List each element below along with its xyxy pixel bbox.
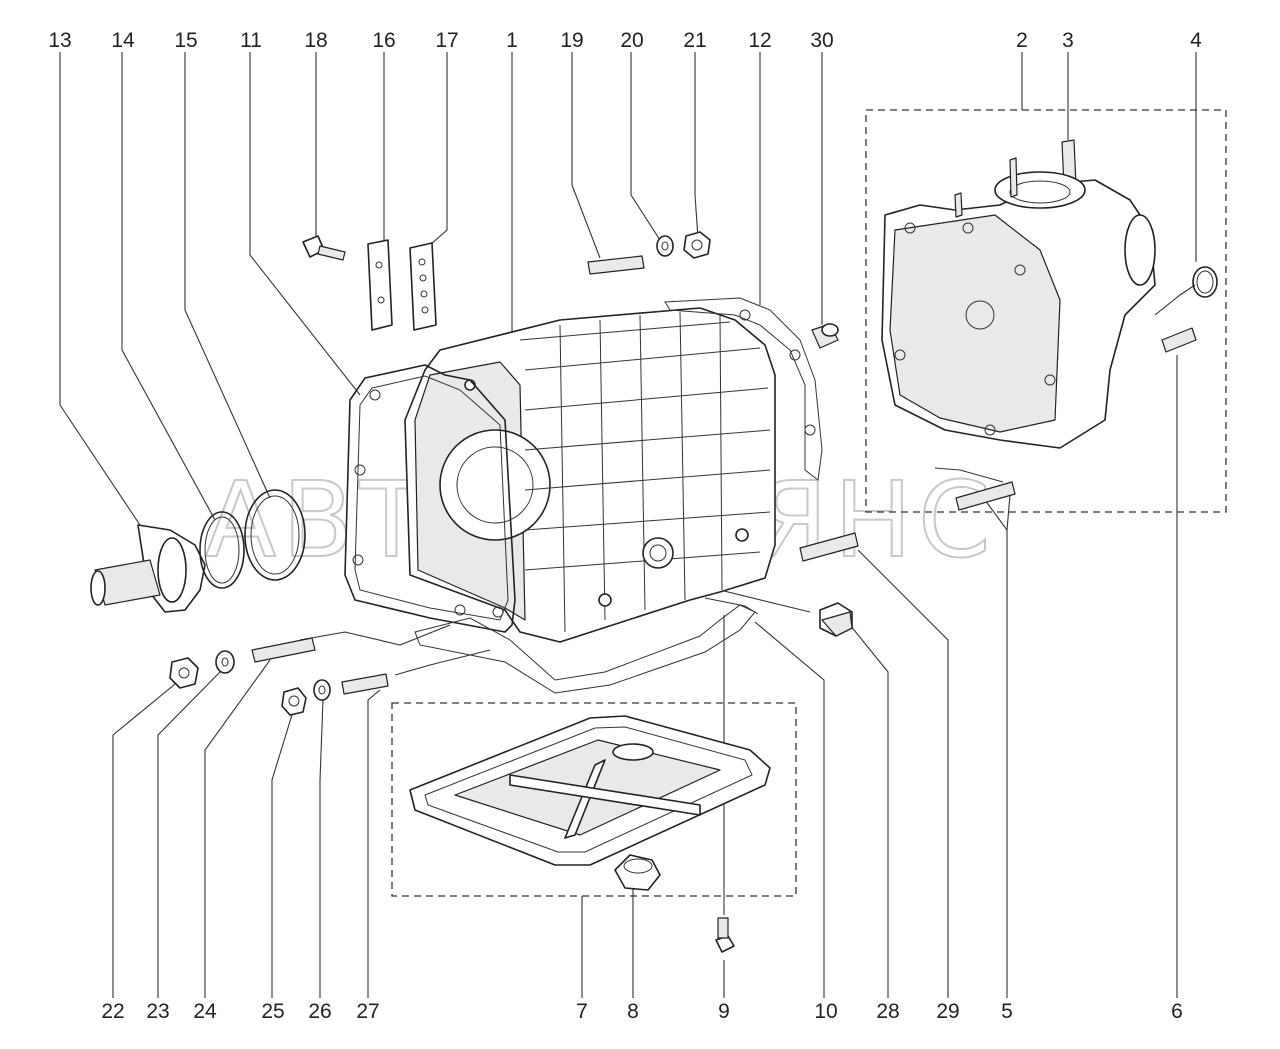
top-callout-labels: 13 14 15 11 18 16 17 1 19 20 21 12 30 2 …: [48, 29, 1202, 52]
washer-20: [656, 235, 674, 257]
input-shaft-cover: [90, 524, 206, 613]
main-gearbox-housing: [404, 307, 776, 643]
stud-5: [955, 481, 1016, 511]
plate-16: [367, 239, 393, 331]
callout-label: 29: [936, 1000, 959, 1023]
callout-label: 9: [718, 1000, 730, 1023]
callout-label: 21: [683, 29, 706, 52]
callout-label: 30: [810, 29, 833, 52]
callout-label: 14: [111, 29, 135, 52]
stud-6: [1161, 327, 1197, 353]
rear-housing-group-box: [865, 109, 1227, 513]
callout-label: 7: [576, 1000, 588, 1023]
pan-drain-plug: [614, 854, 661, 891]
bottom-gasket: [414, 597, 759, 694]
bottom-callout-labels: 22 23 24 25 26 27 7 8 9 10 28 29 5 6: [101, 1000, 1183, 1023]
callout-label: 1: [506, 29, 518, 52]
seal-ring-4: [1192, 266, 1218, 298]
nut-22: [169, 657, 199, 689]
stud-27: [341, 673, 389, 695]
callout-label: 17: [435, 29, 458, 52]
stud-19: [587, 255, 645, 275]
rear-gasket: [664, 297, 823, 481]
washer-23: [215, 650, 235, 674]
callout-label: 2: [1016, 29, 1028, 52]
callout-label: 4: [1190, 29, 1202, 52]
callout-label: 23: [146, 1000, 169, 1023]
bushing-30: [811, 323, 839, 349]
callout-label: 27: [356, 1000, 379, 1023]
callout-label: 15: [174, 29, 197, 52]
stud-24: [251, 637, 316, 663]
callout-label: 28: [876, 1000, 899, 1023]
callout-label: 22: [101, 1000, 124, 1023]
callout-label: 26: [308, 1000, 331, 1023]
callout-label: 24: [193, 1000, 217, 1023]
callout-label: 13: [48, 29, 71, 52]
rear-extension-housing: [881, 157, 1156, 449]
washer-26: [313, 679, 331, 701]
callout-label: 11: [240, 29, 262, 52]
bolt-9: [715, 917, 735, 953]
nut-25: [281, 687, 307, 716]
nut-21: [683, 231, 711, 259]
o-ring-14: [199, 511, 245, 589]
front-gasket: [344, 364, 516, 633]
callout-label: 12: [748, 29, 771, 52]
callout-label: 3: [1062, 29, 1074, 52]
oil-pan-group-box: [391, 702, 797, 897]
drain-plug-28: [819, 602, 853, 637]
o-ring-15: [244, 489, 306, 581]
callout-label: 8: [627, 1000, 639, 1023]
callout-label: 18: [304, 29, 327, 52]
callout-label: 19: [560, 29, 583, 52]
callout-label: 20: [620, 29, 643, 52]
callout-label: 6: [1171, 1000, 1183, 1023]
callout-label: 25: [261, 1000, 284, 1023]
plate-17: [409, 242, 437, 331]
stud-29: [799, 532, 859, 562]
callout-label: 5: [1001, 1000, 1013, 1023]
callout-label: 10: [814, 1000, 837, 1023]
oil-pan: [409, 715, 771, 866]
bolt-18: [302, 235, 346, 261]
callout-label: 16: [372, 29, 395, 52]
